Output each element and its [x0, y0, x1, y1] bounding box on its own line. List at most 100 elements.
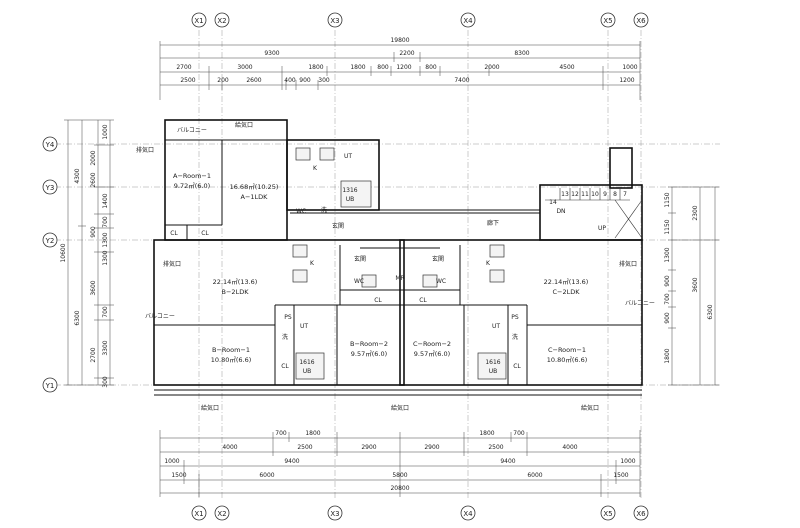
- grid-label-x3-bottom: X3: [330, 510, 339, 518]
- grid-label-x6-top: X6: [636, 17, 646, 25]
- grid-label-y1: Y1: [45, 382, 55, 390]
- right-dim-c-0: 6300: [707, 304, 714, 319]
- ub-label-a: UB: [346, 196, 355, 203]
- stove-a: [319, 147, 335, 161]
- grid-label-x4-bottom: X4: [463, 510, 473, 518]
- wash-label-b: 洗: [282, 333, 288, 341]
- room-a-1-name: A−Room−1: [173, 172, 211, 180]
- top-dim-r4-6: 7400: [454, 77, 469, 84]
- ps-label-c: PS: [511, 314, 519, 321]
- corridor-label: 廊下: [487, 219, 499, 227]
- bathtub-b: [295, 352, 325, 380]
- right-dim-a-3: 900: [664, 275, 671, 287]
- left-dim-c-1: 2000: [90, 150, 97, 165]
- grid-label-y3: Y3: [45, 184, 55, 192]
- bottom-dim-r1-0: 700: [275, 430, 287, 437]
- grid-bubble-x3-bottom: [327, 505, 343, 521]
- ub-label-b: UB: [303, 368, 312, 375]
- ub-size-c: 1616: [485, 359, 500, 366]
- room-b-2-area: 9.57㎡(6.0): [351, 349, 387, 358]
- intake-label-b: 給気口: [201, 404, 219, 412]
- stair-num-1: 12: [571, 191, 579, 198]
- grid-label-x1-bottom: X1: [194, 510, 203, 518]
- room-c-1-area: 10.80㎡(6.6): [547, 355, 588, 364]
- left-dim-a-1: 6300: [74, 310, 81, 325]
- top-dim-r4-1: 200: [217, 77, 229, 84]
- top-dim-r4-0: 2500: [180, 77, 195, 84]
- bottom-dim-r1-2: 1800: [479, 430, 494, 437]
- kitchen-sink-b: [292, 244, 308, 258]
- room-b-1-area: 10.80㎡(6.6): [211, 355, 252, 364]
- top-dim-r3-3: 1800: [350, 64, 365, 71]
- wash-label-c: 洗: [512, 333, 518, 341]
- bottom-dim-r3-3: 1000: [620, 458, 635, 465]
- grid-bubble-x6-bottom: [633, 505, 649, 521]
- bottom-dim-r4-2: 5800: [392, 472, 407, 479]
- grid-label-y4: Y4: [45, 141, 55, 149]
- ut-label-a: UT: [344, 153, 352, 160]
- grid-label-x6-bottom: X6: [636, 510, 646, 518]
- room-c-ldk-area: 22.14㎡(13.6): [544, 277, 589, 286]
- grid-bubble-y3: [42, 179, 58, 195]
- room-c-1-name: C−Room−1: [548, 346, 586, 354]
- left-dim-b-2: 1400: [102, 193, 109, 208]
- unit-a-outline: [164, 119, 288, 241]
- grid-label-x5-top: X5: [603, 17, 612, 25]
- left-dim-b-3: 700: [102, 216, 109, 228]
- grid-label-y2: Y2: [45, 237, 55, 245]
- cl-label-a2: CL: [201, 230, 209, 237]
- room-b-ldk-area: 22.14㎡(13.6): [213, 277, 258, 286]
- exhaust-label-b: 排気口: [163, 260, 181, 268]
- bottom-dim-r3-0: 1000: [164, 458, 179, 465]
- cl-label-a1: CL: [170, 230, 178, 237]
- left-dim-c-2: 1300: [102, 232, 109, 247]
- left-dim-b-0: 1000: [102, 124, 109, 139]
- bottom-dim-r2-4: 2500: [488, 444, 503, 451]
- ut-label-b: UT: [300, 323, 308, 330]
- intake-label-a: 給気口: [235, 121, 253, 129]
- right-dim-b-0: 2300: [692, 205, 699, 220]
- bottom-dim-r2-0: 4000: [222, 444, 237, 451]
- intake-label-c: 給気口: [581, 404, 599, 412]
- grid-bubble-y1: [42, 377, 58, 393]
- right-dim-a-5: 900: [664, 312, 671, 324]
- grid-bubble-x1-bottom: [191, 505, 207, 521]
- room-c-2-name: C−Room−2: [413, 340, 451, 348]
- room-c-ldk-name: C−2LDK: [552, 288, 580, 296]
- top-dim-r3-8: 4500: [559, 64, 574, 71]
- right-dim-a-4: 700: [664, 293, 671, 305]
- bottom-dim-total: 20800: [390, 485, 409, 492]
- top-dim-r3-5: 1200: [396, 64, 411, 71]
- top-dim-r3-6: 800: [425, 64, 437, 71]
- top-dim-r4-2: 2600: [246, 77, 261, 84]
- grid-bubble-x2-top: [214, 12, 230, 28]
- grid-bubble-x6-top: [633, 12, 649, 28]
- left-dim-b-7: 700: [102, 306, 109, 318]
- grid-bubble-x3-top: [327, 12, 343, 28]
- grid-bubble-x4-bottom: [460, 505, 476, 521]
- right-dim-a-6: 1800: [664, 348, 671, 363]
- wash-label-a: 洗: [321, 206, 327, 214]
- left-dim-b-9: 300: [102, 376, 109, 388]
- stove-b: [292, 269, 308, 283]
- room-c-2-area: 9.57㎡(6.0): [414, 349, 450, 358]
- room-b-2-name: B−Room−2: [350, 340, 388, 348]
- bottom-dim-r2-2: 2900: [361, 444, 376, 451]
- entrance-label-c: 玄関: [432, 255, 444, 263]
- grid-bubble-x1-top: [191, 12, 207, 28]
- bottom-dim-r2-3: 2900: [424, 444, 439, 451]
- right-dim-a-2: 1300: [664, 247, 671, 262]
- balcony-label-a: バルコニー: [177, 127, 207, 134]
- entrance-label-a: 玄関: [332, 222, 344, 230]
- ub-size-b: 1616: [299, 359, 314, 366]
- room-b-ldk-name: B−2LDK: [222, 288, 250, 296]
- top-dim-r3-0: 2700: [176, 64, 191, 71]
- stair-num-2: 11: [581, 191, 589, 198]
- room-b-1-name: B−Room−1: [212, 346, 250, 354]
- ub-label-c: UB: [489, 368, 498, 375]
- grid-bubble-y4: [42, 136, 58, 152]
- bottom-dim-r4-1: 6000: [259, 472, 274, 479]
- top-dim-r3-9: 1000: [622, 64, 637, 71]
- toilet-b: [361, 274, 377, 288]
- mr-label: MR: [395, 275, 404, 282]
